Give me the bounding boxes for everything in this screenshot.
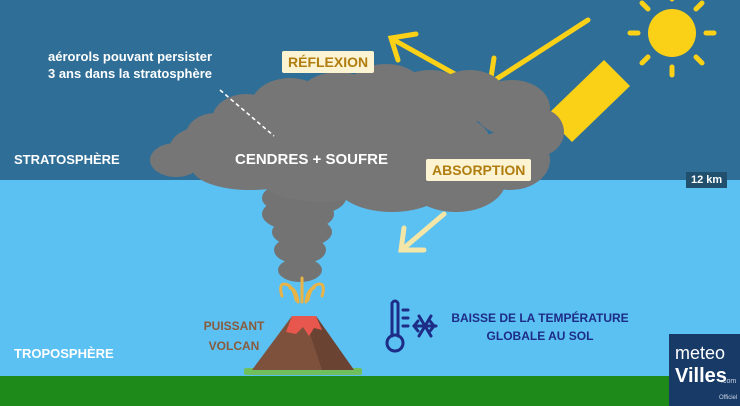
stratosphere-label: STRATOSPHÈRE [14, 152, 120, 167]
ground [0, 376, 740, 406]
cooling-label-line2: GLOBALE AU SOL [486, 329, 594, 343]
ash-cloud [150, 64, 564, 212]
troposphere-band [0, 180, 740, 376]
cooling-label: BAISSE DE LA TEMPÉRATURE GLOBALE AU SOL [440, 309, 640, 345]
sun-ray-beam [546, 60, 630, 142]
volcano-label-line1: PUISSANT [203, 319, 265, 333]
sun-icon [627, 0, 717, 78]
absorption-arrow [398, 211, 447, 253]
aerosol-annotation-line2: 3 ans dans la stratosphère [47, 66, 212, 81]
ash-cloud-label: CENDRES + SOUFRE [235, 151, 388, 168]
logo-word-villes: Villes [675, 365, 727, 387]
volcano-cone-shade [304, 316, 354, 370]
cooling-label-line1: BAISSE DE LA TEMPÉRATURE [451, 311, 629, 325]
aerosol-annotation: aérorols pouvant persister 3 ans dans la… [24, 48, 236, 82]
volcano-label-line2: VOLCAN [208, 339, 260, 353]
altitude-label: 12 km [686, 172, 728, 188]
annotation-pointer [219, 89, 275, 137]
reflexion-label: RÉFLEXION [282, 51, 375, 73]
logo-word-meteo: meteo [675, 343, 726, 363]
absorption-label: ABSORPTION [426, 159, 532, 181]
logo-official: Officiel [719, 395, 738, 401]
volcano-label: PUISSANT VOLCAN [186, 316, 282, 356]
meteovilles-logo: meteo Villes .com Officiel [669, 334, 740, 406]
troposphere-label: TROPOSPHÈRE [14, 346, 114, 361]
aerosol-annotation-line1: aérorols pouvant persister [48, 49, 212, 64]
reflection-arrow [387, 31, 465, 81]
volcano [244, 316, 362, 375]
logo-domain: .com [721, 378, 737, 385]
volcano-lava [286, 316, 322, 336]
thermometer-snowflake-icon [385, 299, 438, 353]
eruption-fountains [279, 276, 325, 304]
